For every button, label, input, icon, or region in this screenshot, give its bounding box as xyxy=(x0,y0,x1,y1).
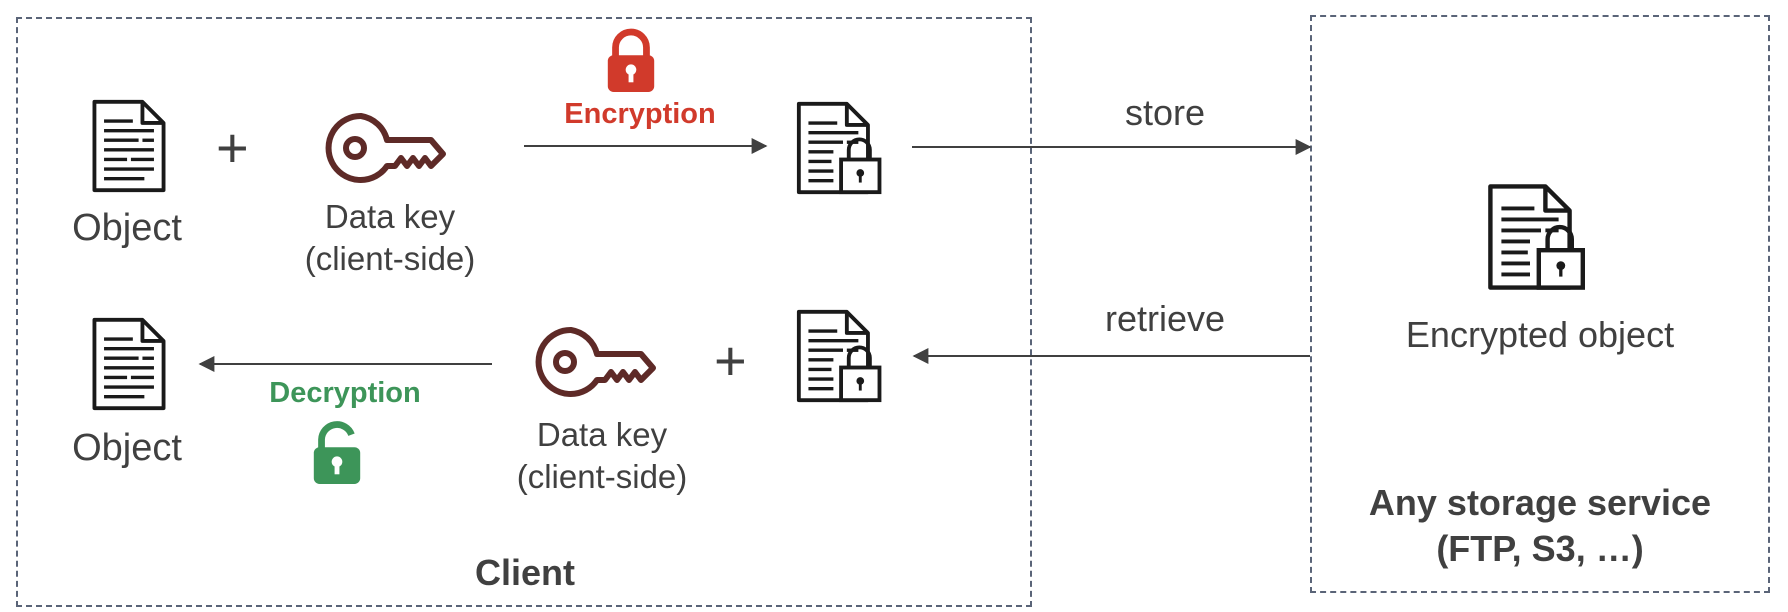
data-key-label-line1: Data key xyxy=(324,198,456,235)
plus-sign: + xyxy=(714,329,747,392)
data-key-label: Data key (client-side) xyxy=(290,196,490,280)
locked-document-icon xyxy=(795,308,891,404)
client-title: Client xyxy=(474,552,575,593)
decryption-label: Decryption xyxy=(269,377,421,409)
storage-title-line2: (FTP, S3, …) xyxy=(1436,528,1644,569)
storage-boundary xyxy=(1310,15,1770,593)
encrypted-object-label: Encrypted object xyxy=(1405,314,1675,355)
storage-title-line1: Any storage service xyxy=(1368,482,1712,523)
object-label: Object xyxy=(72,207,182,249)
lock-closed-icon xyxy=(602,28,660,96)
store-label: store xyxy=(1124,92,1206,133)
object-label: Object xyxy=(72,427,182,469)
plus-sign: + xyxy=(216,116,249,179)
lock-open-icon xyxy=(308,420,366,488)
encryption-label: Encryption xyxy=(564,98,716,130)
key-icon xyxy=(320,108,462,188)
key-icon xyxy=(530,322,672,402)
storage-title: Any storage service (FTP, S3, …) xyxy=(1340,480,1740,572)
data-key-label-line2: (client-side) xyxy=(516,458,688,495)
data-key-label: Data key (client-side) xyxy=(502,414,702,498)
locked-document-icon xyxy=(1486,178,1596,296)
client-boundary xyxy=(16,17,1032,607)
document-icon xyxy=(90,98,168,194)
data-key-label-line2: (client-side) xyxy=(304,240,476,277)
retrieve-label: retrieve xyxy=(1104,298,1226,339)
data-key-label-line1: Data key xyxy=(536,416,668,453)
locked-document-icon xyxy=(795,100,891,196)
document-icon xyxy=(90,316,168,412)
